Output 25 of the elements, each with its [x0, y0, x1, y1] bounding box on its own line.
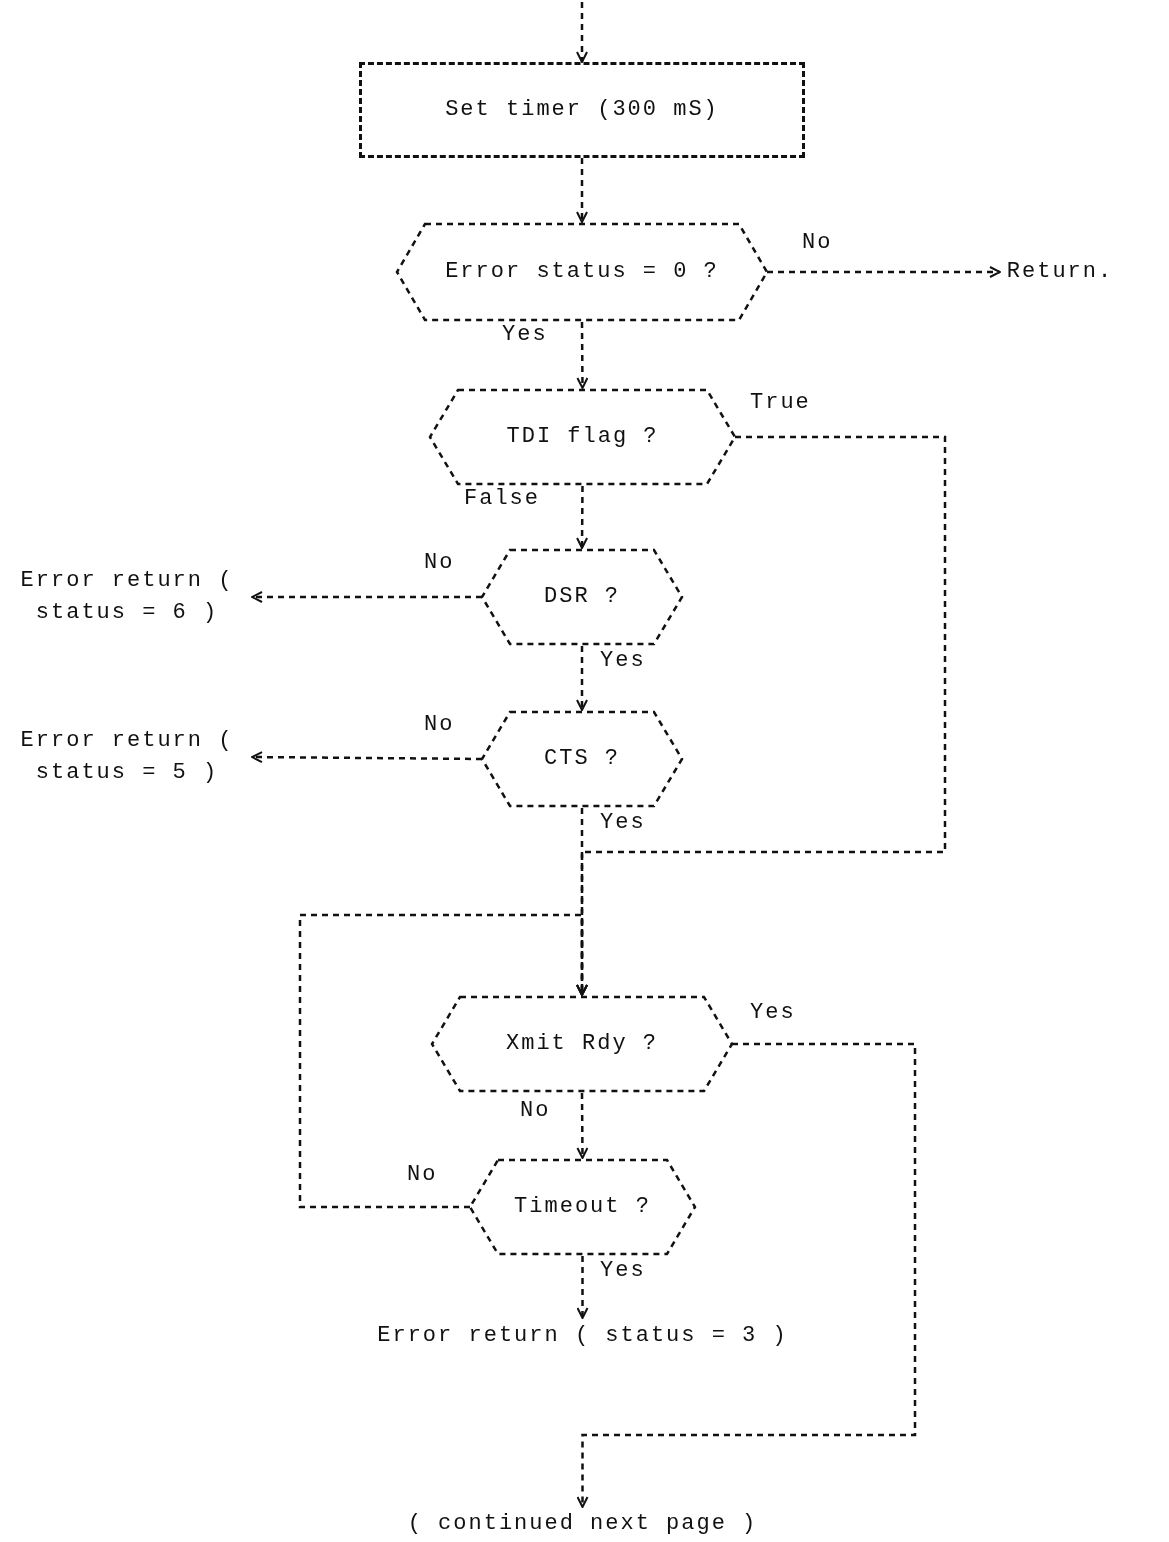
arrow — [576, 2, 588, 63]
terminal-text: Error return ( status = 6 ) — [7, 565, 247, 629]
arrow — [576, 1256, 589, 1319]
arrow — [251, 751, 482, 764]
terminal-text: Error return ( status = 3 ) — [377, 1320, 788, 1352]
arrow — [576, 646, 588, 711]
terminal-text: Error return ( status = 5 ) — [7, 725, 247, 789]
arrow — [767, 266, 1001, 278]
node-label: DSR ? — [544, 583, 620, 611]
node-label: Set timer (300 mS) — [445, 96, 719, 124]
arrow — [576, 486, 589, 549]
arrow — [576, 158, 588, 223]
node-label: TDI flag ? — [506, 423, 659, 451]
arrow — [576, 322, 589, 389]
node-label: Error status = 0 ? — [445, 258, 719, 286]
arrow — [576, 1042, 917, 1508]
arrow — [251, 591, 482, 603]
node-label: Timeout ? — [514, 1193, 651, 1221]
terminal-text: Return. — [1006, 256, 1114, 288]
process-box — [359, 62, 805, 158]
node-label: Xmit Rdy ? — [506, 1030, 658, 1058]
terminal-text: ( continued next page ) — [407, 1508, 758, 1540]
node-label: CTS ? — [544, 745, 620, 773]
arrow — [298, 913, 588, 1209]
arrow — [576, 1093, 589, 1159]
